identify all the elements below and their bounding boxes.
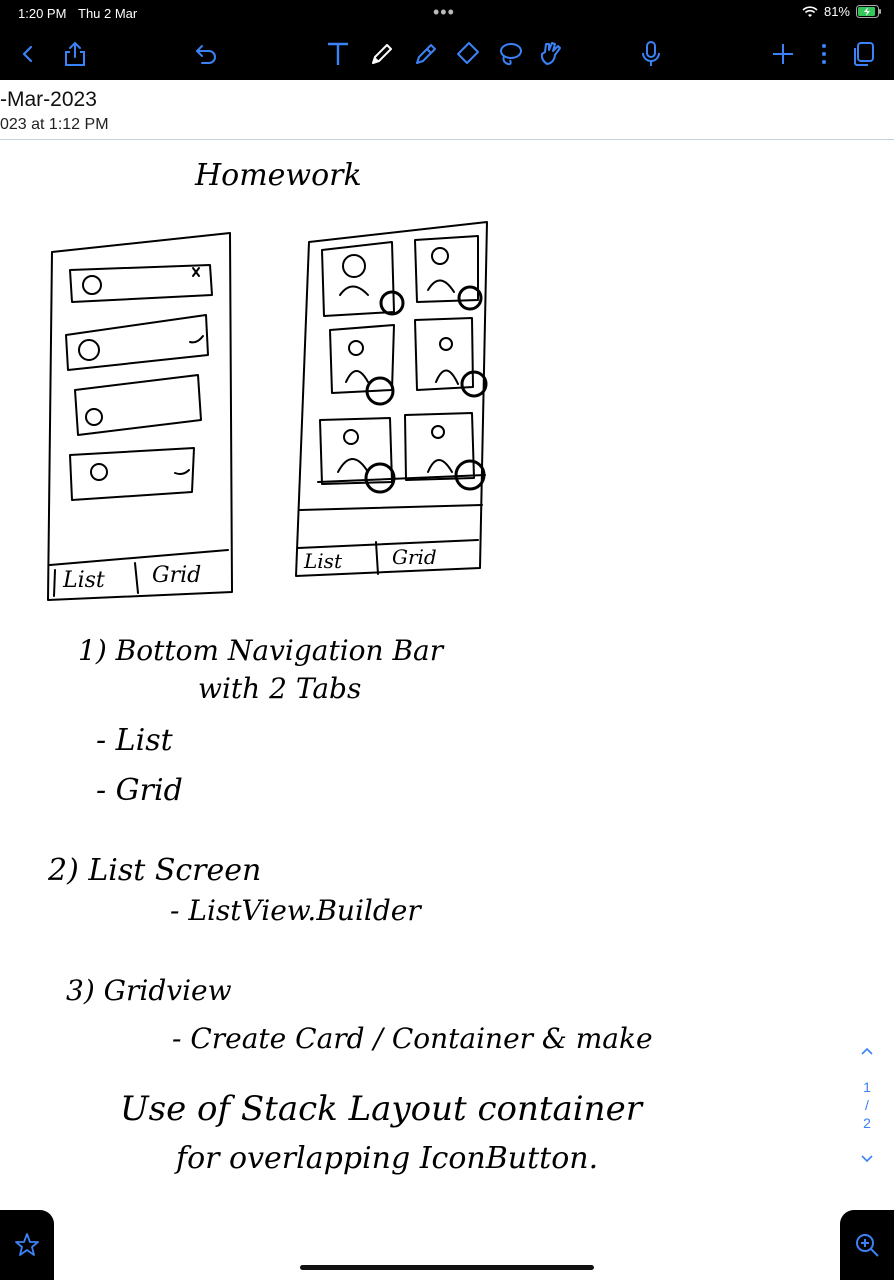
page-down-icon[interactable] bbox=[856, 1148, 878, 1170]
zoom-button[interactable] bbox=[840, 1210, 894, 1280]
status-date: Thu 2 Mar bbox=[78, 6, 138, 21]
page-separator: / bbox=[865, 1097, 869, 1113]
multitasking-dots-icon[interactable]: ••• bbox=[433, 2, 455, 22]
grid-cell-2 bbox=[414, 235, 479, 303]
wifi-icon bbox=[802, 5, 818, 17]
grid-cell-4 bbox=[414, 317, 474, 391]
note-line-9: Use of Stack Layout container bbox=[120, 1089, 644, 1129]
grid-bottom-nav bbox=[297, 539, 479, 575]
grid-icon-button-1 bbox=[379, 290, 405, 316]
grid-tab-label: Grid bbox=[152, 563, 201, 588]
status-bar: 1:20 PM Thu 2 Mar ••• 81% bbox=[0, 0, 894, 28]
list-check-mark-2 bbox=[189, 335, 204, 344]
note-line-1: 1) Bottom Navigation Bar bbox=[78, 634, 445, 667]
list-avatar-3 bbox=[85, 408, 103, 426]
toolbar bbox=[0, 28, 894, 80]
list-card-1 bbox=[69, 264, 213, 303]
grid-cell-5 bbox=[319, 417, 393, 485]
note-line-4: - Grid bbox=[96, 773, 183, 808]
header-divider bbox=[0, 139, 894, 140]
grid-cell-1 bbox=[321, 241, 395, 317]
list-tab-label: List bbox=[62, 568, 105, 593]
current-page: 1 bbox=[863, 1079, 871, 1095]
note-line-3: - List bbox=[96, 723, 174, 758]
zoom-in-icon bbox=[856, 1234, 879, 1257]
page-indicator: 1 / 2 bbox=[856, 1040, 878, 1170]
note-page[interactable]: -Mar-2023 023 at 1:12 PM Homework List G… bbox=[0, 80, 894, 1280]
note-line-8: - Create Card / Container & make bbox=[172, 1022, 653, 1055]
document-subtitle: 023 at 1:12 PM bbox=[0, 116, 109, 133]
more-icon[interactable] bbox=[808, 38, 840, 70]
list-check-mark-4 bbox=[174, 469, 190, 475]
list-avatar-4 bbox=[90, 463, 108, 481]
grid-icon-button-5 bbox=[364, 462, 396, 494]
document-title: -Mar-2023 bbox=[0, 88, 97, 111]
home-indicator[interactable] bbox=[300, 1265, 594, 1270]
grid-cell-3 bbox=[329, 324, 395, 394]
add-icon[interactable] bbox=[767, 38, 799, 70]
total-pages: 2 bbox=[863, 1115, 871, 1131]
shapes-tool-icon[interactable] bbox=[535, 38, 567, 70]
star-icon bbox=[15, 1233, 39, 1256]
battery-charging-icon bbox=[856, 5, 881, 18]
share-icon[interactable] bbox=[59, 38, 91, 70]
handwritten-sketch: Homework List Grid bbox=[47, 158, 653, 1176]
undo-icon[interactable] bbox=[190, 38, 222, 70]
grid-icon-button-6 bbox=[454, 459, 486, 491]
grid-icon-button-3 bbox=[365, 376, 395, 406]
highlighter-tool-icon[interactable] bbox=[410, 38, 442, 70]
list-bottom-nav bbox=[49, 549, 229, 597]
note-line-2: with 2 Tabs bbox=[198, 672, 361, 705]
grid-screen-grid-tab: Grid bbox=[392, 545, 437, 569]
note-line-7: 3) Gridview bbox=[66, 974, 232, 1007]
list-card-3 bbox=[74, 374, 202, 436]
list-phone-frame bbox=[47, 232, 233, 601]
mic-icon[interactable] bbox=[635, 38, 667, 70]
list-close-mark bbox=[192, 267, 200, 277]
favorite-button[interactable] bbox=[0, 1210, 54, 1280]
grid-cell-6 bbox=[404, 412, 475, 481]
battery-percent: 81% bbox=[823, 4, 850, 19]
grid-icon-button-4 bbox=[460, 370, 488, 398]
grid-icon-button-2 bbox=[457, 285, 483, 311]
note-line-6: - ListView.Builder bbox=[170, 894, 422, 927]
list-card-2 bbox=[65, 314, 209, 371]
text-tool-icon[interactable] bbox=[322, 38, 354, 70]
back-icon[interactable] bbox=[12, 38, 44, 70]
lasso-tool-icon[interactable] bbox=[494, 38, 526, 70]
eraser-tool-icon[interactable] bbox=[452, 38, 484, 70]
note-line-5: 2) List Screen bbox=[47, 853, 261, 888]
list-avatar-2 bbox=[78, 339, 100, 361]
list-card-4 bbox=[69, 447, 195, 501]
status-time: 1:20 PM bbox=[18, 6, 67, 21]
note-heading: Homework bbox=[194, 158, 362, 193]
pages-icon[interactable] bbox=[848, 38, 880, 70]
list-avatar-1 bbox=[82, 275, 102, 295]
grid-phone-frame bbox=[295, 221, 488, 577]
page-up-icon[interactable] bbox=[856, 1040, 878, 1062]
grid-screen-list-tab: List bbox=[303, 549, 343, 573]
note-line-10: for overlapping IconButton. bbox=[174, 1141, 598, 1176]
pen-tool-icon[interactable] bbox=[366, 38, 398, 70]
